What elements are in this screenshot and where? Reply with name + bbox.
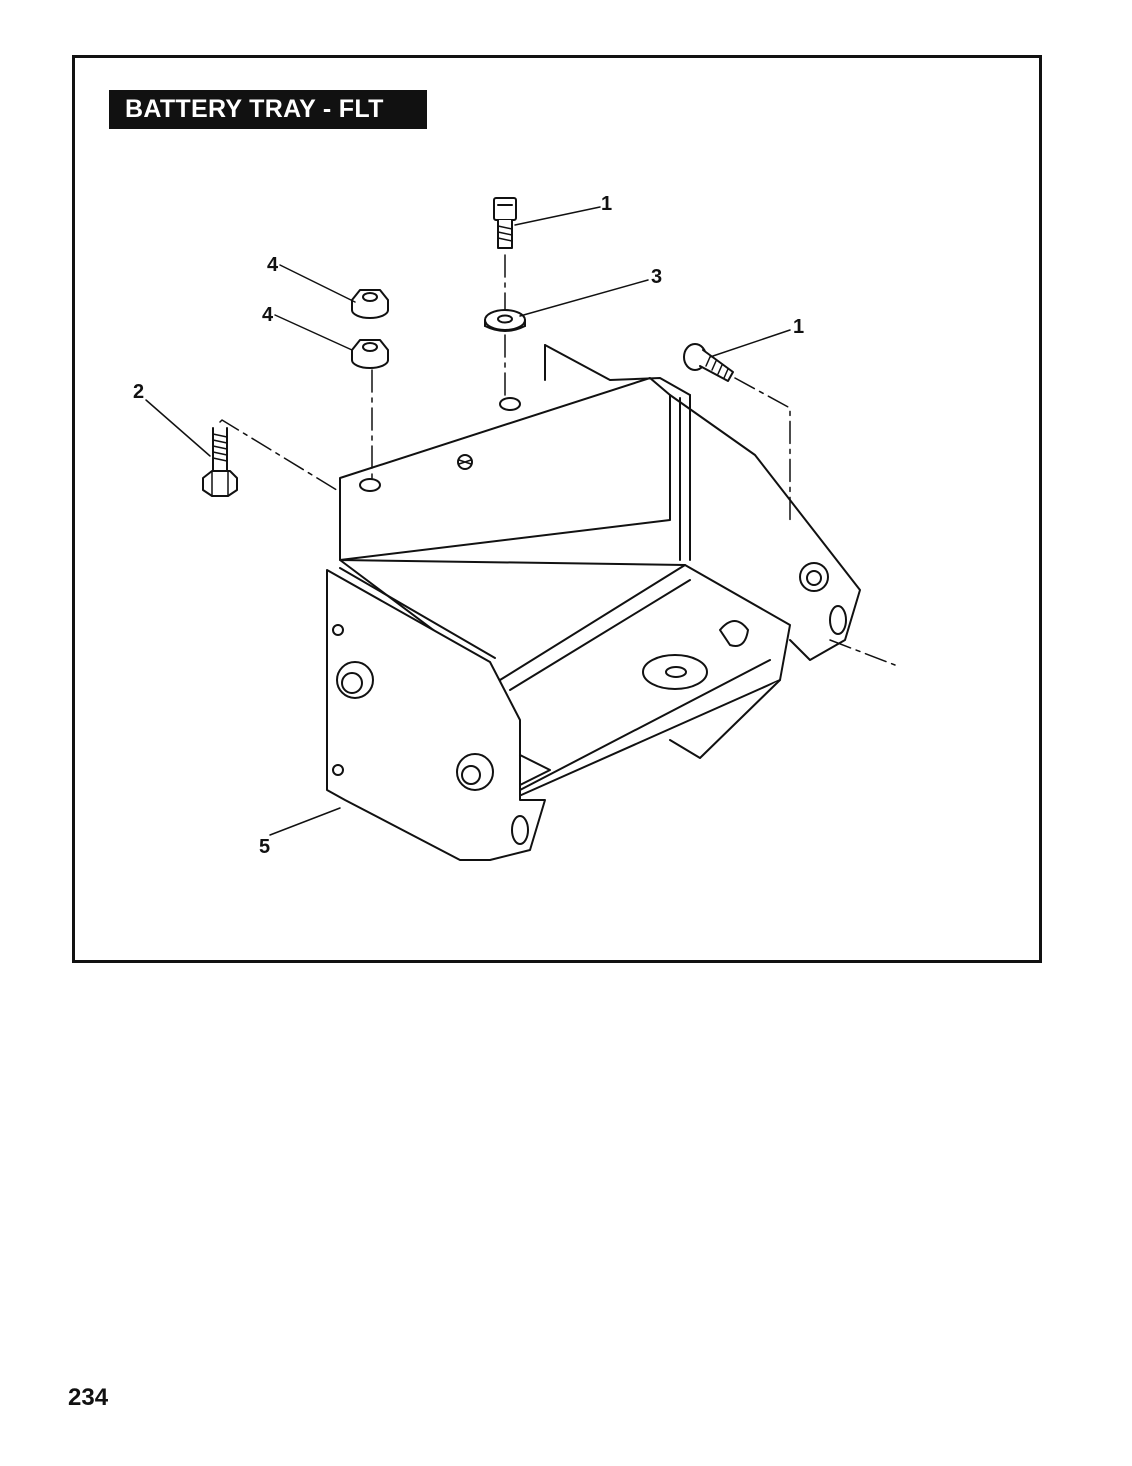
figure-title: BATTERY TRAY - FLT <box>109 90 427 129</box>
page-number: 234 <box>68 1384 109 1411</box>
callout-3: 3 <box>651 266 663 288</box>
callout-2: 2 <box>133 381 145 403</box>
callout-4-lower: 4 <box>262 304 274 326</box>
callout-5: 5 <box>259 836 271 858</box>
battery-tray <box>326 344 861 861</box>
cap-screw-right <box>683 343 734 382</box>
callout-1-top: 1 <box>601 193 613 215</box>
flat-washer <box>484 309 526 332</box>
flange-nut-lower <box>351 339 389 369</box>
callout-1-right: 1 <box>793 316 805 338</box>
hex-bolt <box>202 427 238 497</box>
leader-lines <box>145 206 791 836</box>
figure-frame <box>72 55 1042 963</box>
flange-nut-upper <box>351 289 389 319</box>
assembly-lines <box>219 254 896 666</box>
callout-4-upper: 4 <box>267 254 279 276</box>
cap-screw-top <box>493 197 517 249</box>
